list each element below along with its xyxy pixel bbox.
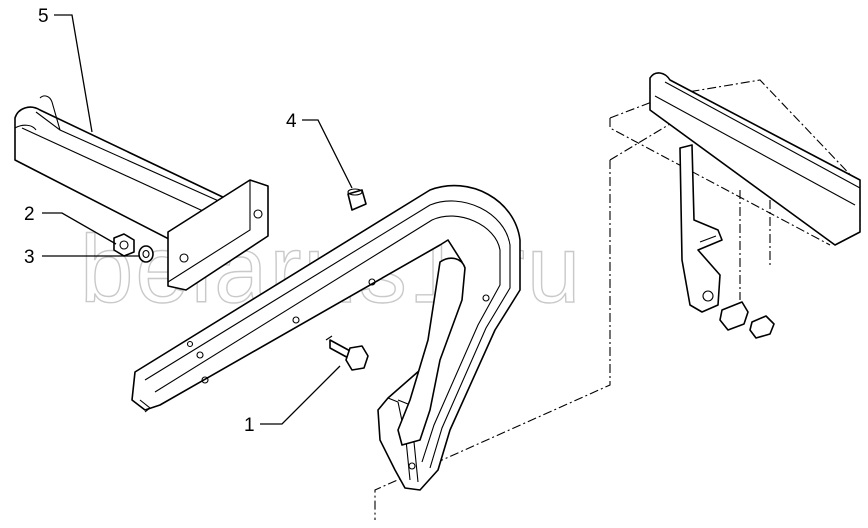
callout-4: 4 [286,111,297,132]
washer [138,245,154,263]
frame-beam [649,72,861,246]
callout-5: 5 [38,6,49,27]
inner-arm [397,257,466,446]
nut [113,233,135,257]
latch-bracket [679,144,723,313]
callout-3: 3 [24,247,35,268]
mounting-plate [167,179,269,291]
leader-lines [42,14,353,425]
bolt [325,335,369,371]
callout-2: 2 [24,204,35,225]
callout-1: 1 [244,415,255,436]
bushing [347,188,367,211]
right-bolt [719,301,775,339]
